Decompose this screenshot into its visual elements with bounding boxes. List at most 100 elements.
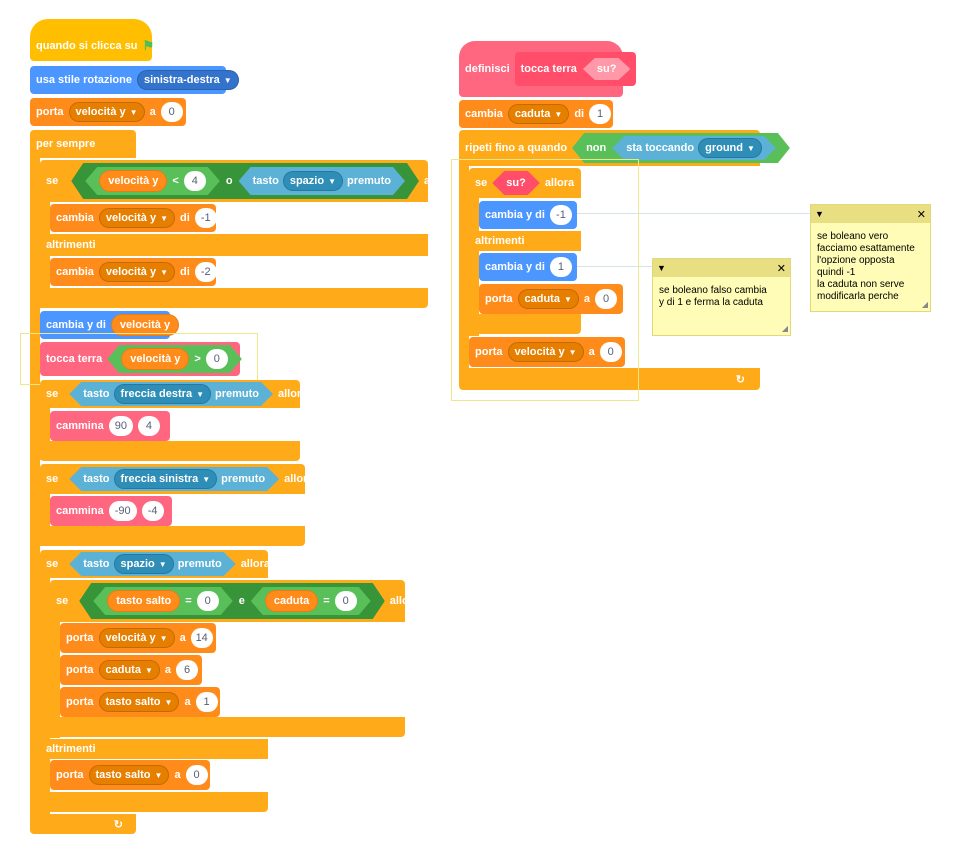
resize-handle-icon[interactable]: ◢ bbox=[781, 324, 788, 333]
set-rotation-style-block[interactable]: usa stile rotazione sinistra-destra▼ bbox=[30, 66, 239, 94]
value-input[interactable]: 6 bbox=[176, 660, 199, 680]
set-variable-block[interactable]: porta tasto salto▼ a 0 bbox=[50, 760, 210, 790]
custom-block-prototype[interactable]: tocca terra su? bbox=[514, 52, 637, 86]
key-dropdown[interactable]: freccia destra▼ bbox=[114, 384, 211, 404]
if-else-block[interactable]: se su? allora bbox=[469, 168, 581, 198]
if-else-block[interactable]: se tasto spazio▼ premuto allora bbox=[40, 550, 270, 578]
key-pressed-block[interactable]: tasto spazio▼ premuto bbox=[69, 552, 235, 576]
key-pressed-block[interactable]: tasto spazio▼ premuto bbox=[239, 167, 405, 195]
if-else-block[interactable]: se velocità y < 4 o tasto spazio▼ premut… bbox=[40, 160, 453, 202]
if-block[interactable]: se tasto freccia sinistra▼ premuto allor… bbox=[40, 464, 313, 494]
comment-text[interactable]: se boleano vero facciamo esattamente l'o… bbox=[817, 231, 915, 302]
variable-dropdown[interactable]: velocità y▼ bbox=[507, 342, 584, 362]
equals-operator[interactable]: tasto salto = 0 bbox=[93, 587, 232, 615]
set-variable-block[interactable]: porta velocità y▼ a 0 bbox=[30, 98, 186, 126]
value-input[interactable]: 0 bbox=[185, 765, 208, 785]
value-input[interactable]: -90 bbox=[108, 501, 137, 521]
key-dropdown[interactable]: spazio▼ bbox=[283, 171, 343, 191]
value-input[interactable]: 0 bbox=[599, 342, 622, 362]
variable-dropdown[interactable]: caduta▼ bbox=[98, 660, 160, 680]
value-input[interactable]: 90 bbox=[108, 416, 133, 436]
set-variable-block[interactable]: porta tasto salto▼ a 1 bbox=[60, 687, 220, 717]
variable-reporter[interactable]: velocità y bbox=[99, 170, 167, 192]
touching-dropdown[interactable]: ground▼ bbox=[698, 138, 762, 158]
and-operator[interactable]: tasto salto = 0 e caduta = 0 bbox=[79, 583, 384, 619]
comment-text[interactable]: se boleano falso cambia y di 1 e ferma l… bbox=[659, 285, 767, 308]
value-input[interactable]: 4 bbox=[137, 416, 160, 436]
less-than-operator[interactable]: velocità y < 4 bbox=[85, 167, 220, 195]
block-label: cambia bbox=[56, 212, 94, 224]
set-variable-block[interactable]: porta velocità y▼ a 0 bbox=[469, 337, 625, 367]
change-y-block[interactable]: cambia y di velocità y bbox=[40, 311, 180, 339]
variable-dropdown[interactable]: velocità y▼ bbox=[68, 102, 145, 122]
variable-dropdown[interactable]: caduta▼ bbox=[507, 104, 570, 124]
define-block[interactable]: definisci tocca terra su? bbox=[459, 41, 637, 97]
value-input[interactable]: -1 bbox=[549, 205, 572, 225]
value-input[interactable]: -1 bbox=[194, 208, 217, 228]
chevron-down-icon: ▼ bbox=[129, 107, 138, 117]
chevron-down-icon[interactable]: ▼ bbox=[657, 263, 666, 273]
custom-block-cammina[interactable]: cammina -90 -4 bbox=[50, 496, 172, 526]
key-pressed-block[interactable]: tasto freccia sinistra▼ premuto bbox=[69, 467, 279, 491]
if-block[interactable]: se tasto freccia destra▼ premuto allora bbox=[40, 380, 307, 408]
value-input[interactable]: -4 bbox=[141, 501, 164, 521]
set-variable-block[interactable]: porta caduta▼ a 0 bbox=[479, 284, 623, 314]
close-icon[interactable]: ✕ bbox=[916, 208, 926, 221]
key-dropdown[interactable]: freccia sinistra▼ bbox=[114, 469, 218, 489]
close-icon[interactable]: ✕ bbox=[776, 262, 786, 275]
value-input[interactable]: 0 bbox=[335, 591, 357, 611]
value-input[interactable]: 0 bbox=[206, 349, 228, 369]
comment-note[interactable]: ▼ ✕ se boleano vero facciamo esattamente… bbox=[810, 204, 931, 312]
or-operator[interactable]: velocità y < 4 o tasto spazio▼ premuto bbox=[71, 163, 419, 199]
variable-reporter[interactable]: caduta bbox=[265, 590, 318, 612]
variable-dropdown[interactable]: velocità y▼ bbox=[98, 208, 175, 228]
change-variable-block[interactable]: cambia velocità y▼ di -1 bbox=[50, 204, 217, 232]
value-input[interactable]: 14 bbox=[190, 628, 213, 648]
variable-dropdown[interactable]: tasto salto▼ bbox=[98, 692, 180, 712]
value-input[interactable]: 4 bbox=[184, 171, 206, 191]
comment-note[interactable]: ▼ ✕ se boleano falso cambia y di 1 e fer… bbox=[652, 258, 791, 336]
else-label: altrimenti bbox=[46, 743, 96, 755]
forever-block[interactable]: per sempre bbox=[30, 130, 136, 158]
value-input[interactable]: 0 bbox=[197, 591, 219, 611]
boolean-parameter[interactable]: su? bbox=[583, 58, 631, 80]
value-input[interactable]: 1 bbox=[549, 257, 572, 277]
variable-reporter[interactable]: velocità y bbox=[110, 314, 180, 336]
variable-dropdown[interactable]: velocità y▼ bbox=[98, 628, 175, 648]
custom-block-cammina[interactable]: cammina 90 4 bbox=[50, 411, 170, 441]
value-input[interactable]: -2 bbox=[194, 262, 217, 282]
greater-than-operator[interactable]: velocità y > 0 bbox=[107, 345, 242, 373]
touching-block[interactable]: sta toccando ground▼ bbox=[612, 136, 776, 160]
change-y-block[interactable]: cambia y di 1 bbox=[479, 253, 577, 281]
value-input[interactable]: 1 bbox=[589, 104, 612, 124]
chevron-down-icon[interactable]: ▼ bbox=[815, 209, 824, 219]
equals-operator[interactable]: caduta = 0 bbox=[251, 587, 371, 615]
resize-handle-icon[interactable]: ◢ bbox=[921, 300, 928, 309]
hat-when-flag-clicked[interactable]: quando si clicca su ⚑ bbox=[30, 19, 154, 61]
block-label: premuto bbox=[347, 175, 391, 187]
change-y-block[interactable]: cambia y di -1 bbox=[479, 201, 577, 229]
boolean-parameter-reporter[interactable]: su? bbox=[492, 171, 540, 195]
variable-reporter[interactable]: velocità y bbox=[121, 348, 189, 370]
key-dropdown[interactable]: spazio▼ bbox=[114, 554, 174, 574]
custom-block-tocca-terra[interactable]: tocca terra velocità y > 0 bbox=[40, 342, 240, 376]
block-label: a bbox=[179, 632, 186, 644]
variable-dropdown[interactable]: caduta▼ bbox=[517, 289, 579, 309]
repeat-until-block[interactable]: ripeti fino a quando non sta toccando gr… bbox=[459, 130, 760, 166]
set-variable-block[interactable]: porta velocità y▼ a 14 bbox=[60, 623, 216, 653]
value-input[interactable]: 0 bbox=[595, 289, 618, 309]
set-variable-block[interactable]: porta caduta▼ a 6 bbox=[60, 655, 202, 685]
key-pressed-block[interactable]: tasto freccia destra▼ premuto bbox=[69, 382, 273, 406]
change-variable-block[interactable]: cambia caduta▼ di 1 bbox=[459, 100, 613, 128]
comment-header[interactable]: ▼ ✕ bbox=[653, 259, 790, 277]
change-variable-block[interactable]: cambia velocità y▼ di -2 bbox=[50, 258, 217, 286]
value-input[interactable]: 0 bbox=[160, 102, 183, 122]
if-block[interactable]: se tasto salto = 0 e caduta = 0 allora bbox=[50, 580, 419, 622]
value-input[interactable]: 1 bbox=[195, 692, 218, 712]
not-operator[interactable]: non sta toccando ground▼ bbox=[572, 133, 790, 163]
variable-reporter[interactable]: tasto salto bbox=[107, 590, 180, 612]
comment-header[interactable]: ▼ ✕ bbox=[811, 205, 930, 223]
variable-dropdown[interactable]: tasto salto▼ bbox=[88, 765, 170, 785]
variable-dropdown[interactable]: velocità y▼ bbox=[98, 262, 175, 282]
rotation-style-dropdown[interactable]: sinistra-destra▼ bbox=[136, 70, 239, 90]
